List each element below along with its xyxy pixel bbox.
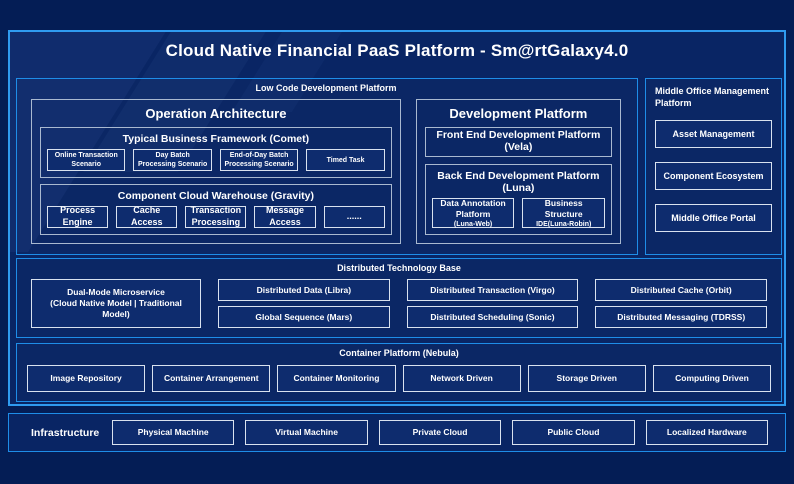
gravity-item-box: Message Access: [254, 205, 316, 228]
distributed-item-box: Distributed Transaction (Virgo): [406, 279, 579, 302]
container-platform-section: Container Platform (Nebula) Image Reposi…: [16, 343, 782, 402]
front-end-platform-box: Front End Development Platform (Vela): [424, 127, 612, 158]
low-code-platform-section: Low Code Development Platform Operation …: [16, 78, 638, 255]
distributed-item-box: Distributed Data (Libra): [218, 279, 390, 302]
low-code-columns: Operation Architecture Typical Business …: [31, 99, 621, 244]
operation-architecture-box: Operation Architecture Typical Business …: [31, 99, 401, 244]
distributed-item-box: Distributed Cache (Orbit): [595, 279, 768, 302]
comet-items-row: Online Transaction Scenario Day Batch Pr…: [47, 149, 385, 172]
container-item-box: Container Arrangement: [152, 365, 271, 392]
infrastructure-item-box: Private Cloud: [378, 420, 502, 445]
back-end-items-row: Data Annotation Platform (Luna-Web) Busi…: [431, 197, 606, 228]
comet-item-box: End-of-Day Batch Processing Scenario: [219, 149, 299, 172]
comet-item-box: Day Batch Processing Scenario: [133, 149, 212, 172]
comet-framework-box: Typical Business Framework (Comet) Onlin…: [40, 127, 392, 179]
infrastructure-label: Infrastructure: [31, 426, 100, 439]
gravity-item-box: Process Engine: [47, 205, 109, 228]
dual-mode-line: Model): [102, 309, 130, 320]
middle-office-section: Middle Office Management Platform Asset …: [645, 78, 782, 255]
distributed-item-box: Global Sequence (Mars): [218, 306, 390, 328]
gravity-item-box: Cache Access: [116, 205, 178, 228]
container-item-box: Storage Driven: [527, 365, 646, 392]
distributed-column: Distributed Transaction (Virgo) Distribu…: [406, 279, 579, 328]
low-code-platform-label: Low Code Development Platform: [255, 83, 397, 93]
infrastructure-item-box: Localized Hardware: [645, 420, 769, 445]
back-end-item-label: Data Annotation Platform: [440, 197, 506, 219]
distributed-column: Distributed Cache (Orbit) Distributed Me…: [595, 279, 768, 328]
container-item-box: Image Repository: [27, 365, 146, 392]
back-end-item-label: Business Structure: [544, 197, 583, 219]
development-platform-box: Development Platform Front End Developme…: [415, 99, 621, 244]
top-row: Low Code Development Platform Operation …: [16, 78, 782, 255]
infrastructure-item-box: Physical Machine: [112, 420, 235, 445]
back-end-platform-box: Back End Development Platform (Luna) Dat…: [424, 164, 612, 235]
back-end-platform-title: Back End Development Platform (Luna): [437, 170, 600, 195]
container-item-box: Network Driven: [402, 365, 521, 392]
back-end-item-box: Data Annotation Platform (Luna-Web): [431, 197, 515, 228]
gravity-warehouse-box: Component Cloud Warehouse (Gravity) Proc…: [40, 184, 392, 235]
back-end-item-box: Business Structure IDE(Luna-Robin): [522, 197, 606, 228]
back-end-item-subtitle: IDE(Luna-Robin): [536, 220, 592, 228]
gravity-items-row: Process Engine Cache Access Transaction …: [47, 205, 385, 228]
middle-office-title: Middle Office Management Platform: [655, 86, 770, 108]
dual-mode-line: (Cloud Native Model | Traditional: [50, 298, 182, 309]
front-end-platform-label: Front End Development Platform (Vela): [436, 128, 601, 153]
back-end-item-subtitle: (Luna-Web): [453, 220, 493, 228]
dual-mode-microservice-box: Dual-Mode Microservice (Cloud Native Mod…: [31, 279, 201, 328]
infrastructure-section: Infrastructure Physical Machine Virtual …: [8, 413, 786, 452]
distributed-item-box: Distributed Scheduling (Sonic): [406, 306, 579, 328]
middle-office-item-box: Middle Office Portal: [655, 204, 772, 233]
comet-item-box: Online Transaction Scenario: [47, 149, 126, 172]
development-platform-title: Development Platform: [449, 106, 588, 122]
operation-architecture-title: Operation Architecture: [145, 106, 287, 122]
container-item-box: Computing Driven: [652, 365, 772, 392]
distributed-base-title: Distributed Technology Base: [337, 263, 461, 273]
container-item-box: Container Monitoring: [277, 365, 396, 392]
container-items-row: Image Repository Container Arrangement C…: [27, 365, 772, 392]
gravity-warehouse-title: Component Cloud Warehouse (Gravity): [117, 190, 314, 203]
distributed-item-box: Distributed Messaging (TDRSS): [595, 306, 768, 328]
distributed-base-section: Distributed Technology Base Dual-Mode Mi…: [16, 258, 782, 338]
comet-item-box: Timed Task: [306, 149, 385, 172]
page-title: Cloud Native Financial PaaS Platform - S…: [165, 41, 629, 60]
middle-office-item-box: Component Ecosystem: [655, 162, 772, 191]
distributed-column: Distributed Data (Libra) Global Sequence…: [218, 279, 390, 328]
gravity-item-box: ......: [323, 206, 385, 228]
distributed-columns: Dual-Mode Microservice (Cloud Native Mod…: [31, 279, 768, 328]
platform-panel: Cloud Native Financial PaaS Platform - S…: [8, 30, 786, 406]
infrastructure-item-box: Virtual Machine: [245, 420, 368, 445]
gravity-item-box: Transaction Processing: [185, 205, 247, 228]
infrastructure-item-box: Public Cloud: [512, 420, 635, 445]
comet-framework-title: Typical Business Framework (Comet): [122, 133, 310, 146]
container-platform-title: Container Platform (Nebula): [339, 348, 459, 358]
dual-mode-line: Dual-Mode Microservice: [67, 287, 165, 298]
middle-office-item-box: Asset Management: [655, 120, 772, 149]
